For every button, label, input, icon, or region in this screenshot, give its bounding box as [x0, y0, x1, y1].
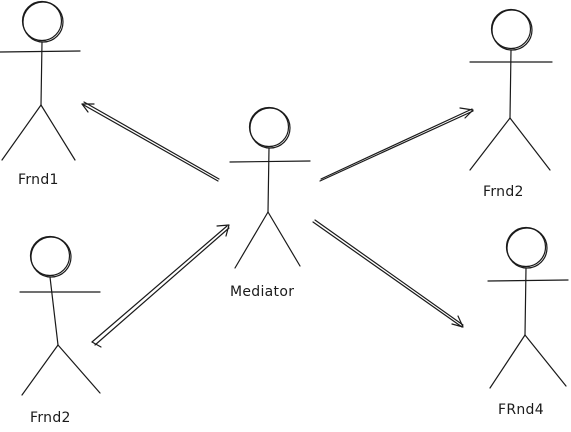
- actor-frnd2-bottom-left-label: Frnd2: [30, 410, 71, 426]
- actor-frnd4-label: FRnd4: [498, 402, 544, 418]
- arrow-mediator-to-frnd1: [81, 101, 220, 182]
- actor-frnd1-label: Frnd1: [18, 172, 59, 188]
- actor-frnd2-top-right-figure: [469, 8, 553, 171]
- actor-mediator-label: Mediator: [230, 284, 294, 300]
- actor-frnd1: Frnd1: [0, 0, 81, 188]
- actor-frnd4: FRnd4: [487, 226, 569, 418]
- actor-mediator: Mediator: [229, 106, 311, 300]
- actor-frnd2-bottom-left-figure: [19, 235, 101, 396]
- actor-frnd1-figure: [0, 0, 81, 161]
- actor-mediator-figure: [229, 106, 311, 269]
- actor-frnd2-bottom-left: Frnd2: [19, 235, 101, 426]
- actor-frnd2-top-right: Frnd2: [469, 8, 553, 200]
- actor-frnd2-top-right-label: Frnd2: [483, 184, 524, 200]
- arrow-mediator-to-frnd2-top-right: [319, 107, 474, 182]
- arrow-frnd2-to-mediator: [91, 224, 230, 348]
- actor-frnd4-figure: [487, 226, 569, 389]
- arrow-mediator-to-frnd4: [312, 219, 464, 328]
